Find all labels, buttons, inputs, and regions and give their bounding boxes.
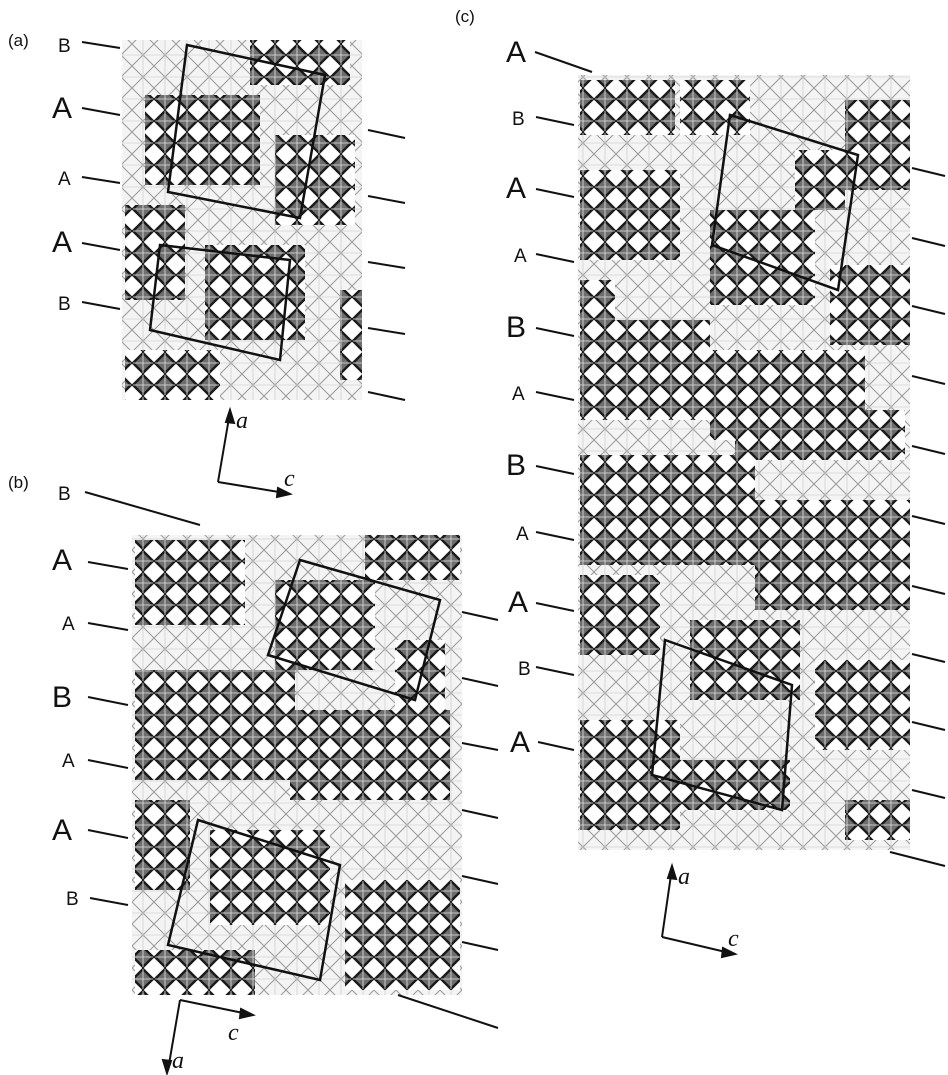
layer-label: A bbox=[508, 586, 528, 619]
unit-cell bbox=[148, 43, 327, 362]
panel-a: (a) B A A A B bbox=[8, 31, 406, 499]
layer-label: B bbox=[506, 311, 526, 344]
layer-label: B bbox=[506, 449, 526, 482]
left-leader-lines bbox=[81, 41, 121, 310]
axis-indicator bbox=[661, 862, 738, 959]
panel-b: (b) B A A B A A B bbox=[8, 473, 499, 1075]
axis-c-label: c bbox=[228, 1020, 239, 1046]
right-leader-lines bbox=[889, 167, 946, 867]
layer-label: A bbox=[512, 384, 525, 405]
layer-label: A bbox=[506, 172, 526, 205]
unit-cell bbox=[650, 113, 860, 812]
layer-label: B bbox=[58, 484, 71, 505]
layer-label: A bbox=[52, 544, 72, 577]
axis-indicator bbox=[217, 406, 293, 499]
unit-cell bbox=[166, 558, 442, 982]
panel-label: (a) bbox=[8, 31, 29, 50]
layer-label: B bbox=[58, 294, 71, 315]
octahedra-blocks bbox=[580, 80, 910, 840]
axis-c-label: c bbox=[728, 926, 739, 952]
layer-label: B bbox=[66, 889, 79, 910]
left-leader-lines bbox=[534, 51, 593, 751]
panel-label: (c) bbox=[455, 7, 475, 26]
octahedra-blocks bbox=[135, 535, 460, 995]
layer-label: A bbox=[510, 726, 530, 759]
axis-a-label: a bbox=[172, 1048, 184, 1074]
layer-label: B bbox=[58, 36, 71, 57]
right-leader-lines bbox=[397, 611, 499, 1029]
left-leader-lines bbox=[84, 491, 201, 906]
layer-labels: B A A B A A B bbox=[52, 484, 79, 910]
layer-label: B bbox=[518, 659, 531, 680]
layer-label: A bbox=[62, 614, 75, 635]
axis-a-label: a bbox=[236, 408, 248, 434]
layer-label: B bbox=[52, 681, 72, 714]
layer-labels: A B A A B A B A A B A bbox=[506, 36, 531, 759]
layer-label: A bbox=[52, 226, 72, 259]
layer-label: A bbox=[58, 169, 71, 190]
panel-label: (b) bbox=[8, 473, 29, 492]
layer-label: A bbox=[52, 814, 72, 847]
layer-label: A bbox=[52, 92, 72, 125]
layer-labels: B A A A B bbox=[52, 36, 72, 315]
axis-indicator bbox=[161, 999, 256, 1075]
layer-label: A bbox=[506, 36, 526, 69]
panel-c: (c) A B bbox=[455, 7, 946, 959]
axis-c-label: c bbox=[284, 466, 295, 492]
right-leader-lines bbox=[367, 129, 406, 401]
layer-label: A bbox=[516, 524, 529, 545]
layer-label: A bbox=[62, 751, 75, 772]
layer-label: B bbox=[512, 109, 525, 130]
layer-label: A bbox=[514, 246, 527, 267]
axis-a-label: a bbox=[678, 864, 690, 890]
